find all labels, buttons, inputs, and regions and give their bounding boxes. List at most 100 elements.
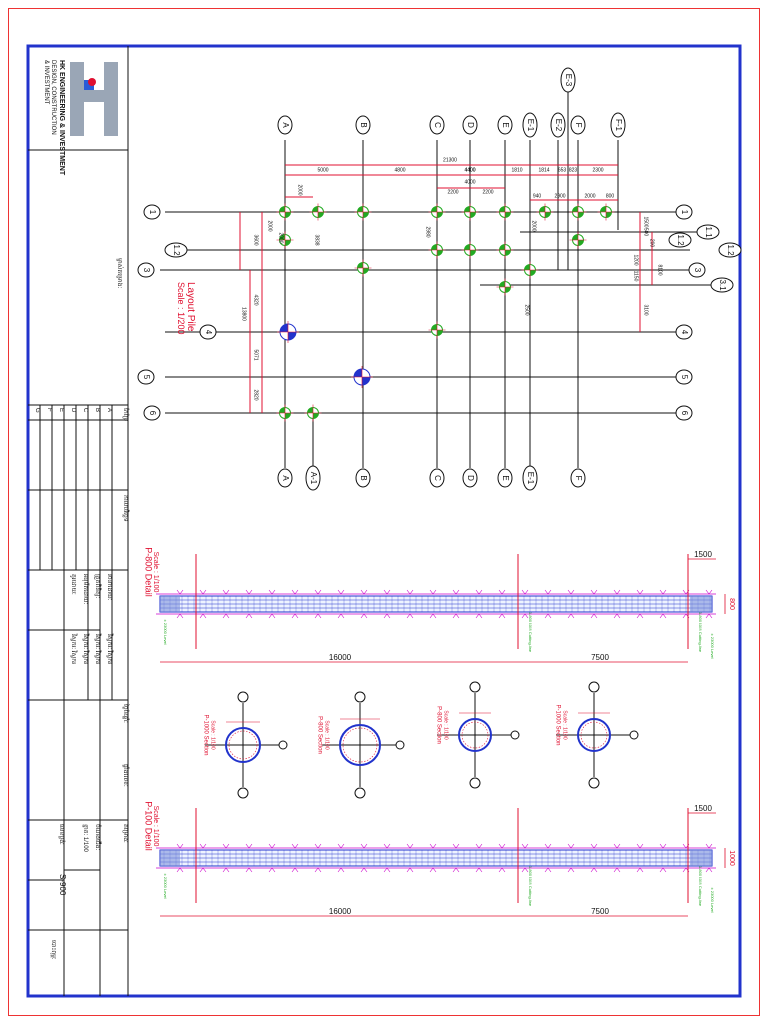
grid-bubble: F [570,115,586,135]
dimension: 8100 [657,264,663,275]
note-tip: ± 23000 Level [163,619,168,644]
grid-label: D [466,475,475,481]
dimension: 5071 [253,349,259,360]
grid-label: B [359,122,368,127]
dimension: 2300 [592,167,603,173]
dimension: 800 [606,193,615,199]
dimension: 823 [569,167,578,173]
section-scale: Scale : 1/100 [443,710,449,739]
pile-symbol [496,203,514,221]
grid-bubble: 4 [675,324,693,340]
layout-scale: Scale : 1/200 [176,282,186,335]
grid-bubble: B [355,468,371,488]
role-label: អនុម័តដោយ: [82,574,90,605]
grid-label: 3 [693,268,702,273]
grid-label: 3 [142,268,151,273]
company-name: HK ENGINEERING & INVESTMENT [58,60,65,176]
print-label: បោះពុម្ព: [50,940,56,960]
dimension: 200 [649,239,655,248]
dimension: 13800 [241,307,247,321]
note-tip: ± 23000 Level [710,887,715,912]
dimension: 2000 [297,184,303,195]
dimension: 4000 [464,179,475,185]
role-name: វិស្វករ: វិស្វករ [106,633,114,664]
diameter-dimension: 800 [728,598,735,610]
role-name: វិស្វករ: វិស្វករ [82,633,90,664]
role-name: វិស្វករ: វិស្វករ [94,633,102,664]
grid-label: F [574,123,583,128]
note-cutting: 1-800 លេខ Cutting-line [528,866,533,907]
grid-bubble: 4 [199,324,217,340]
dimension: 1814 [538,167,549,173]
grid-label: E-1 [526,472,535,485]
pile-symbol [354,203,372,221]
grid-label: A-1 [309,472,318,485]
end-dimension: 1500 [694,804,712,813]
drawing-no-label: លេខប្លង់: [58,824,66,845]
dimension: 1810 [511,167,522,173]
pile-symbol [536,203,554,221]
grid-bubble: A [277,468,293,488]
pile-symbol [428,241,446,259]
scale-label: ខ្នាត: 1/100 [82,824,88,853]
dimension: 2820 [253,389,259,400]
company-logo [68,60,120,140]
grid-bubble: D [462,468,478,488]
pile-symbol [351,366,373,388]
sheet-label: ផ្ទាំងលេខ: [122,764,130,787]
dimension: 4400 [464,167,475,173]
dimension: 500 [643,228,649,237]
pile-symbol [569,231,587,249]
section-title: P-1000 Section [554,704,560,745]
pile-symbol [304,404,322,422]
rev-letter: E [58,408,64,412]
grid-bubble: 1.2 [164,242,188,258]
grid-bubble: C [429,115,445,135]
grid-label: E-1 [526,119,535,132]
pile-symbol [309,203,327,221]
dimension: 3838 [314,234,320,245]
grid-label: A [281,122,290,128]
grid-bubble: D [462,115,478,135]
grid-label: 5 [680,375,689,380]
note-tip: ± 23000 Level [163,873,168,898]
grid-bubble: 6 [675,405,693,421]
grid-label: 4 [680,330,689,335]
detail-title: P-800 Detail [144,547,154,597]
pile-symbol [496,278,514,296]
pile-symbol [354,259,372,277]
dimension: 2200 [482,189,493,195]
section-scale: Scale : 1/100 [324,720,330,749]
grid-bubble: 1.2 [718,242,742,258]
grid-label: 1 [680,210,689,215]
pile-symbol [276,231,294,249]
owner-label: ម្ចាស់គម្រោង: [116,258,124,289]
role-label: ត្រួតពិនិត្យ: [94,574,102,599]
length-dimension: 16000 [329,907,352,916]
grid-label: D [466,122,475,128]
dimension: 5000 [317,167,328,173]
rev-letter: B [94,408,100,412]
layout-title: Layout Pile [185,282,196,332]
dimension: 3600 [253,234,259,245]
grid-bubble: 5 [675,369,693,385]
grid-label: 1.2 [172,244,181,256]
pile-symbol [521,261,539,279]
grid-label: F-1 [614,119,623,132]
grid-label: 6 [148,411,157,416]
grid-label: C [433,475,442,481]
grid-bubble: 1 [143,204,161,220]
grid-bubble: E-1 [522,465,538,491]
pile-symbol [428,321,446,339]
grid-bubble: E [497,115,513,135]
dimension: 2000 [278,232,284,243]
pile-symbol [496,241,514,259]
dimension: 653 [558,167,567,173]
dimension: 2900 [554,193,565,199]
length-dimension: 16000 [329,653,352,662]
